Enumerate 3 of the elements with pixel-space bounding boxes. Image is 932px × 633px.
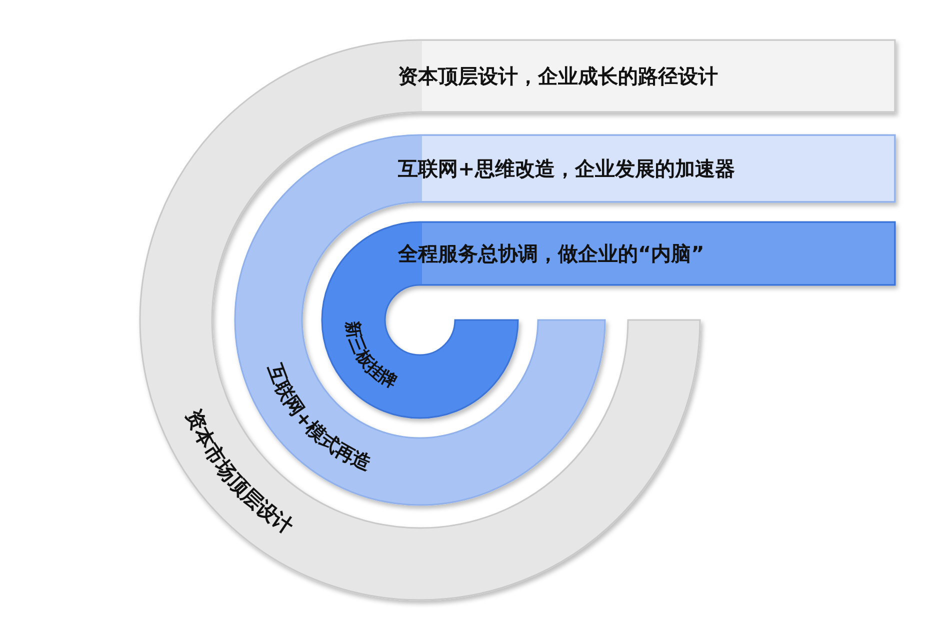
band-heading: 全程服务总协调，做企业的“内脑” [398, 242, 704, 266]
band-heading: 互联网+思维改造，企业发展的加速器 [398, 156, 735, 180]
band-heading: 资本顶层设计，企业成长的路径设计 [398, 64, 718, 88]
